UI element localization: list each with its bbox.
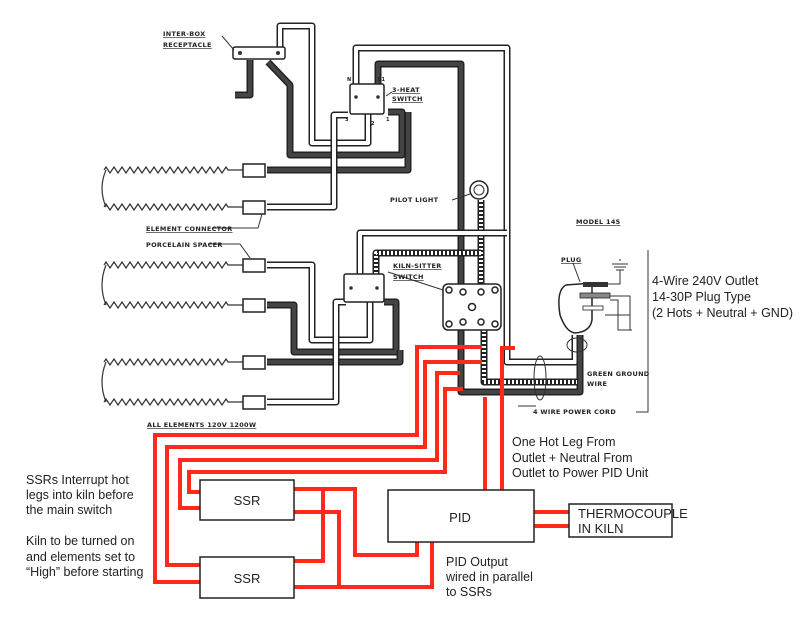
kiln-note-2: and elements set to — [26, 550, 135, 564]
kiln-note-3: “High” before starting — [26, 565, 143, 579]
label-element-connector: ELEMENT CONNECTOR — [146, 225, 233, 233]
wire-pid-power-neutral — [500, 346, 515, 490]
heating-element-coil-2 — [101, 260, 243, 310]
thermocouple-box — [568, 503, 673, 538]
pid-output-note-3: to SSRs — [446, 585, 492, 599]
plug-14-30p — [558, 250, 649, 413]
ssr-2-box — [199, 556, 295, 599]
label-inter-box: INTER-BOX — [163, 30, 205, 38]
heating-element-coil-1 — [101, 165, 243, 212]
kiln-sitter-block — [387, 271, 502, 331]
terminal-l1: L1 — [378, 77, 385, 83]
wire-hot-leg-2-return-ssr1 — [187, 387, 463, 494]
element-connector-5 — [242, 355, 266, 370]
outlet-note-1: 4-Wire 240V Outlet — [652, 274, 759, 288]
cable-receptacle-stub — [235, 60, 254, 99]
wire-pid-output-pos — [294, 487, 419, 557]
ssr-pid-wiring — [153, 345, 569, 589]
outlet-note-2: 14-30P Plug Type — [652, 290, 751, 304]
element-connector-4 — [242, 298, 266, 313]
pid-power-note-2: Outlet + Neutral From — [512, 451, 633, 465]
label-plug: PLUG — [561, 256, 582, 264]
label-wire: WIRE — [587, 380, 607, 388]
cord-clamp — [533, 355, 547, 401]
ssr-note-3: the main switch — [26, 503, 112, 517]
cable-element-4 — [267, 298, 400, 356]
label-pilot-light: PILOT LIGHT — [390, 196, 439, 204]
terminal-n: N — [347, 77, 352, 83]
cable-power-cord-hot2 — [480, 330, 577, 386]
inter-box-receptacle — [221, 35, 286, 60]
ssr-note-1: SSRs Interrupt hot — [26, 473, 129, 487]
pid-box — [387, 489, 535, 543]
ssr-note-2: legs into kiln before — [26, 488, 134, 502]
pid-label: PID — [449, 510, 471, 525]
element-connector-6 — [242, 395, 266, 410]
element-connector-2 — [242, 200, 266, 215]
ssr-1-label: SSR — [234, 493, 261, 508]
wire-pid-output-neg — [294, 542, 434, 589]
pid-output-note-1: PID Output — [446, 555, 508, 569]
pilot-light — [451, 180, 489, 201]
wire-hot-leg-1-to-ssr2 — [153, 345, 482, 584]
ssr-1-box — [199, 479, 295, 521]
thermocouple-label-2: IN KILN — [578, 521, 624, 536]
pid-power-note-1: One Hot Leg From — [512, 435, 616, 449]
label-3-heat: 3-HEAT — [392, 86, 420, 94]
element-connector-1 — [242, 163, 266, 178]
terminal-1: 1 — [386, 117, 390, 123]
three-heat-switch — [349, 83, 393, 115]
terminal-3: 3 — [345, 117, 349, 123]
ssr-2-label: SSR — [234, 571, 261, 586]
heating-element-coil-3 — [101, 357, 243, 407]
element-connector-leader — [213, 213, 263, 229]
label-green-ground: GREEN GROUND — [587, 370, 650, 378]
porcelain-spacer-leader — [208, 243, 251, 259]
label-porcelain-spacer: PORCELAIN SPACER — [146, 241, 223, 249]
cord-strain-relief — [566, 337, 588, 353]
wire-hot-leg-1-return-ssr2 — [165, 360, 482, 567]
element-connectors — [242, 163, 266, 410]
thermocouple-label-1: THERMOCOUPLE — [578, 506, 688, 521]
label-kiln-sitter: KILN-SITTER — [393, 262, 442, 270]
label-model: MODEL 145 — [576, 218, 621, 226]
label-kiln-sitter-switch: SWITCH — [393, 273, 424, 281]
kiln-note-1: Kiln to be turned on — [26, 534, 134, 548]
label-power-cord: 4 WIRE POWER CORD — [533, 408, 616, 416]
heating-elements — [101, 165, 243, 407]
terminal-2: 2 — [371, 121, 375, 127]
wire-ssr-parallel-neg — [294, 510, 341, 587]
outlet-note-3: (2 Hots + Neutral + GND) — [652, 306, 793, 320]
kiln-sitter-switch-small — [343, 273, 385, 303]
wire-hot-leg-2-to-ssr1 — [178, 371, 460, 510]
kiln-cables — [235, 22, 588, 406]
wire-ssr-parallel-pos — [294, 489, 325, 563]
pid-power-note-3: Outlet to Power PID Unit — [512, 466, 649, 480]
label-receptacle: RECEPTACLE — [163, 41, 212, 49]
label-3-heat-switch: SWITCH — [392, 95, 423, 103]
label-all-elements: ALL ELEMENTS 120V 1200W — [147, 421, 256, 429]
element-connector-3 — [242, 258, 266, 273]
pid-output-note-2: wired in parallel — [445, 570, 533, 584]
